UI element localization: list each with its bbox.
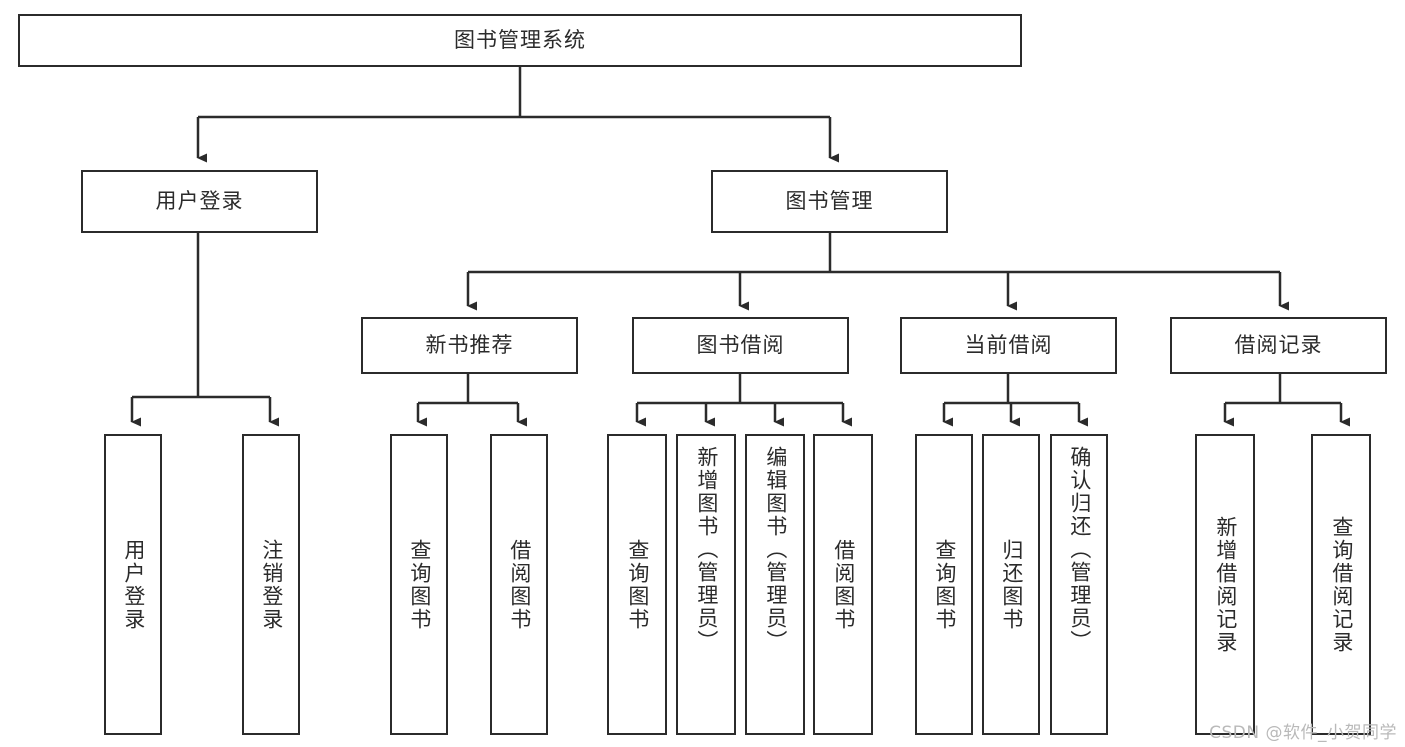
leaf-new-book-query[interactable]: 查询图书	[390, 434, 448, 735]
node-label: 注销登录	[259, 538, 284, 631]
node-book-borrow[interactable]: 图书借阅	[632, 317, 849, 374]
node-label: 借阅图书	[507, 538, 532, 631]
node-label: 图书管理系统	[454, 27, 586, 52]
node-label: 查询图书	[932, 538, 957, 631]
node-label: 借阅记录	[1234, 332, 1323, 357]
leaf-current-return-book[interactable]: 归还图书	[982, 434, 1040, 735]
node-label: 新增借阅记录	[1213, 515, 1238, 654]
leaf-record-add-record[interactable]: 新增借阅记录	[1195, 434, 1255, 735]
node-label: 用户登录	[155, 188, 244, 213]
node-label: 查询借阅记录	[1329, 515, 1354, 654]
node-label: 图书借阅	[696, 332, 785, 357]
leaf-user-login-signin[interactable]: 用户登录	[104, 434, 162, 735]
node-label: 新增图书（管理员）	[694, 446, 719, 653]
leaf-current-query-book[interactable]: 查询图书	[915, 434, 973, 735]
csdn-watermark: CSDN @软件_小贺同学	[1209, 723, 1397, 743]
leaf-current-confirm-return-admin[interactable]: 确认归还（管理员）	[1050, 434, 1108, 735]
node-label: 借阅图书	[831, 538, 856, 631]
node-label: 当前借阅	[964, 332, 1053, 357]
node-new-book-recommend[interactable]: 新书推荐	[361, 317, 578, 374]
node-label: 图书管理	[785, 188, 874, 213]
node-label: 查询图书	[625, 538, 650, 631]
leaf-record-query-record[interactable]: 查询借阅记录	[1311, 434, 1371, 735]
leaf-borrow-edit-book-admin[interactable]: 编辑图书（管理员）	[745, 434, 805, 735]
node-borrow-record[interactable]: 借阅记录	[1170, 317, 1387, 374]
leaf-borrow-query-book[interactable]: 查询图书	[607, 434, 667, 735]
node-label: 查询图书	[407, 538, 432, 631]
node-label: 确认归还（管理员）	[1067, 446, 1092, 653]
node-label: 归还图书	[999, 538, 1024, 631]
leaf-user-login-signout[interactable]: 注销登录	[242, 434, 300, 735]
leaf-borrow-add-book-admin[interactable]: 新增图书（管理员）	[676, 434, 736, 735]
node-current-borrow[interactable]: 当前借阅	[900, 317, 1117, 374]
node-label: 用户登录	[121, 538, 146, 631]
node-book-management[interactable]: 图书管理	[711, 170, 948, 233]
node-root-system[interactable]: 图书管理系统	[18, 14, 1022, 67]
node-user-login[interactable]: 用户登录	[81, 170, 318, 233]
leaf-borrow-borrow-book[interactable]: 借阅图书	[813, 434, 873, 735]
node-label: 新书推荐	[425, 332, 514, 357]
leaf-new-book-borrow[interactable]: 借阅图书	[490, 434, 548, 735]
node-label: 编辑图书（管理员）	[763, 446, 788, 653]
